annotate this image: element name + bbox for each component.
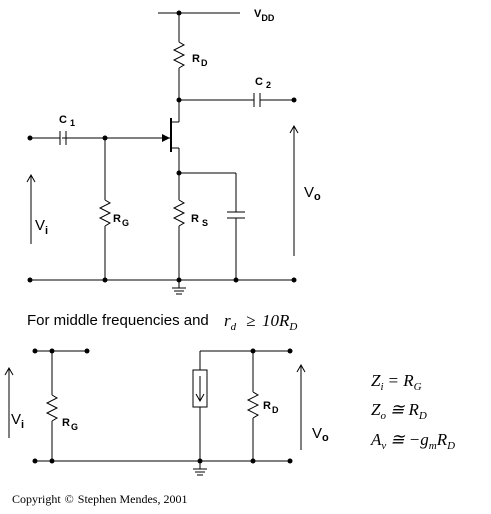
eq-output-terminal <box>287 348 293 354</box>
eq-rd-resistor <box>246 391 260 419</box>
output-terminal <box>291 97 297 103</box>
eq-ground-node-rd <box>250 458 256 464</box>
ground-symbol <box>172 280 186 295</box>
eq-ground-symbol <box>193 461 207 476</box>
rd-label: RD <box>192 53 208 68</box>
eq-vo-label: Vo <box>312 425 329 444</box>
condition-rd: rd <box>224 311 237 333</box>
eq-ground-node-rg <box>49 458 55 464</box>
vdd-label: VDD <box>254 8 275 23</box>
eq-ground-terminal-right <box>287 458 293 464</box>
jfet-gate-arrow <box>162 134 170 142</box>
vo-arrow-head <box>289 124 299 134</box>
equation-zi: Zi= RG <box>371 371 422 393</box>
rd-resistor <box>172 41 186 69</box>
condition-text: For middle frequencies and <box>27 312 209 329</box>
copyright-notice: Copyright©Stephen Mendes, 2001 <box>12 492 187 506</box>
condition-line: For middle frequencies and rd ≥ 10RD <box>27 311 297 333</box>
eq-rg-label: RG <box>62 417 78 432</box>
condition-op: ≥ <box>246 311 255 330</box>
ground-node-rg <box>102 277 108 283</box>
ground-node-cs <box>233 277 239 283</box>
rg-resistor <box>98 199 112 227</box>
rs-resistor <box>172 199 186 227</box>
condition-rhs: 10RD <box>262 311 297 333</box>
vi-label: Vi <box>35 217 48 237</box>
current-source-arrow-head <box>195 393 205 403</box>
eq-rd-label: RD <box>263 400 279 415</box>
equation-av: Av≅ −gmRD <box>370 430 455 452</box>
vo-label: Vo <box>304 184 321 203</box>
eq-rg-resistor <box>45 394 59 422</box>
eq-vi-arrow-head <box>4 366 14 376</box>
eq-vo-arrow-head <box>296 363 306 373</box>
ground-terminal-right <box>291 277 297 283</box>
eq-gate-terminal <box>84 348 90 354</box>
equations: Zi= RG Zo≅ RD Av≅ −gmRD <box>370 371 455 452</box>
rg-label: RG <box>113 213 129 228</box>
vi-arrow-head <box>26 173 36 183</box>
eq-vi-label: Vi <box>11 411 24 431</box>
equation-zo: Zo≅ RD <box>371 400 427 422</box>
equivalent-circuit: RG RD Vi Vo <box>4 348 329 476</box>
